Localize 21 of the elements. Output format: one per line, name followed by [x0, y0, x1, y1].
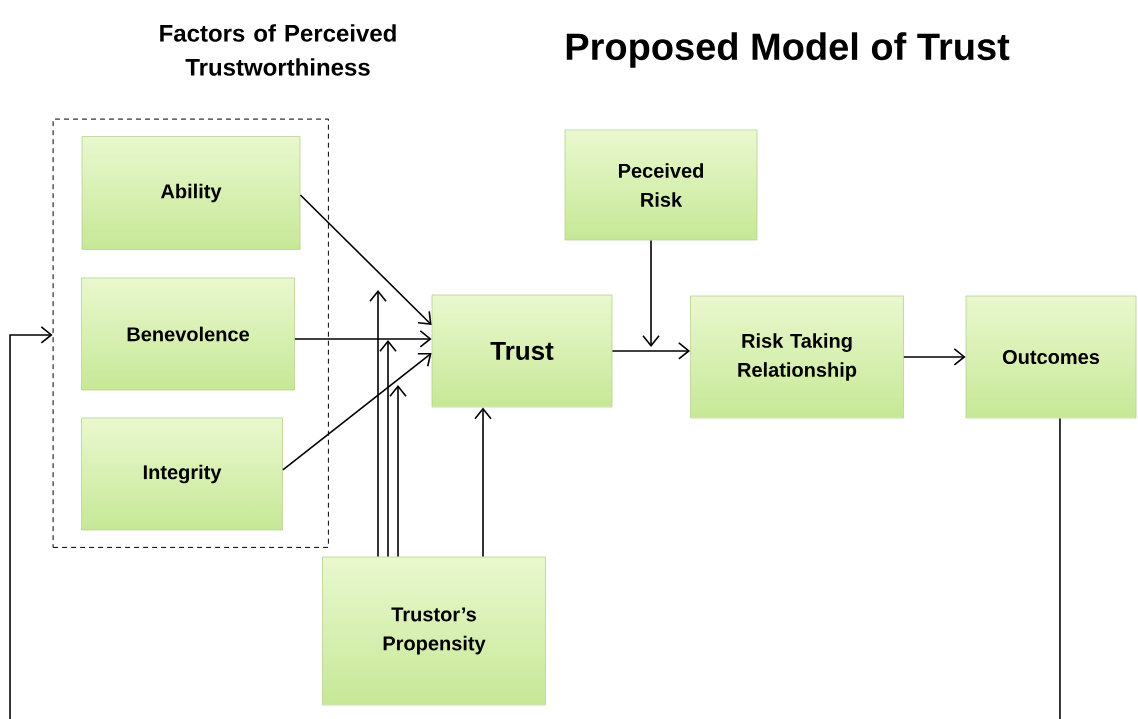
arrow	[379, 340, 397, 558]
process-box: Trustor’s Propensity	[322, 556, 546, 706]
arrow	[282, 352, 432, 471]
process-box: Outcomes	[965, 295, 1137, 419]
group-heading: Factors of Perceived Trustworthiness	[160, 24, 396, 76]
process-box: Integrity	[81, 417, 283, 531]
process-box: Risk Taking Relationship	[690, 295, 904, 419]
process-box: Ability	[81, 136, 301, 250]
arrow	[642, 239, 660, 347]
process-box: Benevolence	[81, 277, 295, 391]
process-box: Peceived Risk	[564, 129, 758, 241]
arrow	[474, 407, 492, 558]
process-box: Trust	[431, 294, 613, 408]
arrow	[369, 290, 387, 558]
arrow	[611, 342, 691, 360]
arrow	[299, 194, 432, 325]
arrow	[903, 348, 966, 366]
arrow	[294, 330, 432, 348]
arrow	[9, 326, 53, 719]
arrow	[389, 385, 407, 558]
title: Proposed Model of Trust	[566, 32, 1010, 68]
